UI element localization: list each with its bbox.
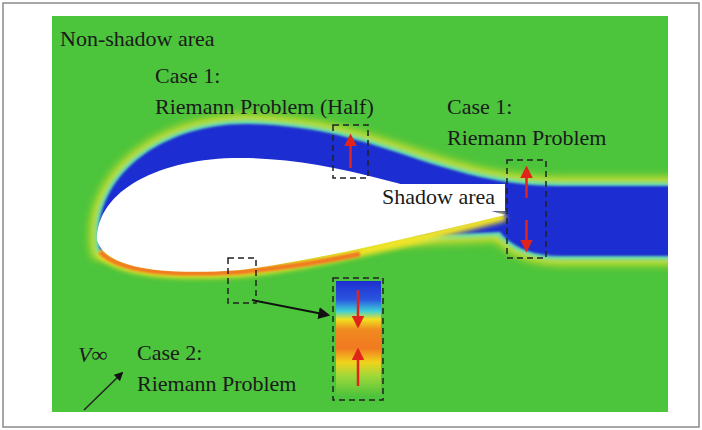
dashed-box bbox=[333, 278, 383, 400]
case-label: Case 1: bbox=[155, 63, 220, 89]
case-label: Riemann Problem bbox=[447, 125, 606, 151]
zoom-arrow bbox=[252, 300, 328, 315]
airfoil bbox=[97, 158, 505, 272]
dashed-box bbox=[507, 160, 546, 258]
red-arrow bbox=[357, 350, 360, 386]
dashed-box bbox=[333, 125, 368, 178]
zoom-inset bbox=[336, 281, 381, 397]
velocity-symbol: V∞ bbox=[78, 342, 107, 368]
case-label: Case 1: bbox=[447, 94, 512, 120]
case-label: Riemann Problem (Half) bbox=[155, 94, 374, 120]
case-label: Case 2: bbox=[137, 340, 202, 366]
node-text: Shadow area bbox=[382, 184, 498, 210]
red-arrow bbox=[525, 168, 528, 198]
dashed-box bbox=[228, 258, 256, 303]
red-arrow bbox=[357, 290, 360, 326]
red-arrow bbox=[525, 220, 528, 250]
red-arrow bbox=[349, 136, 352, 168]
velocity-arrow bbox=[84, 373, 122, 410]
region-label: Non-shadow area bbox=[60, 26, 215, 52]
case-label: Riemann Problem bbox=[137, 371, 296, 397]
shadow-area-label: Shadow area bbox=[375, 184, 505, 211]
